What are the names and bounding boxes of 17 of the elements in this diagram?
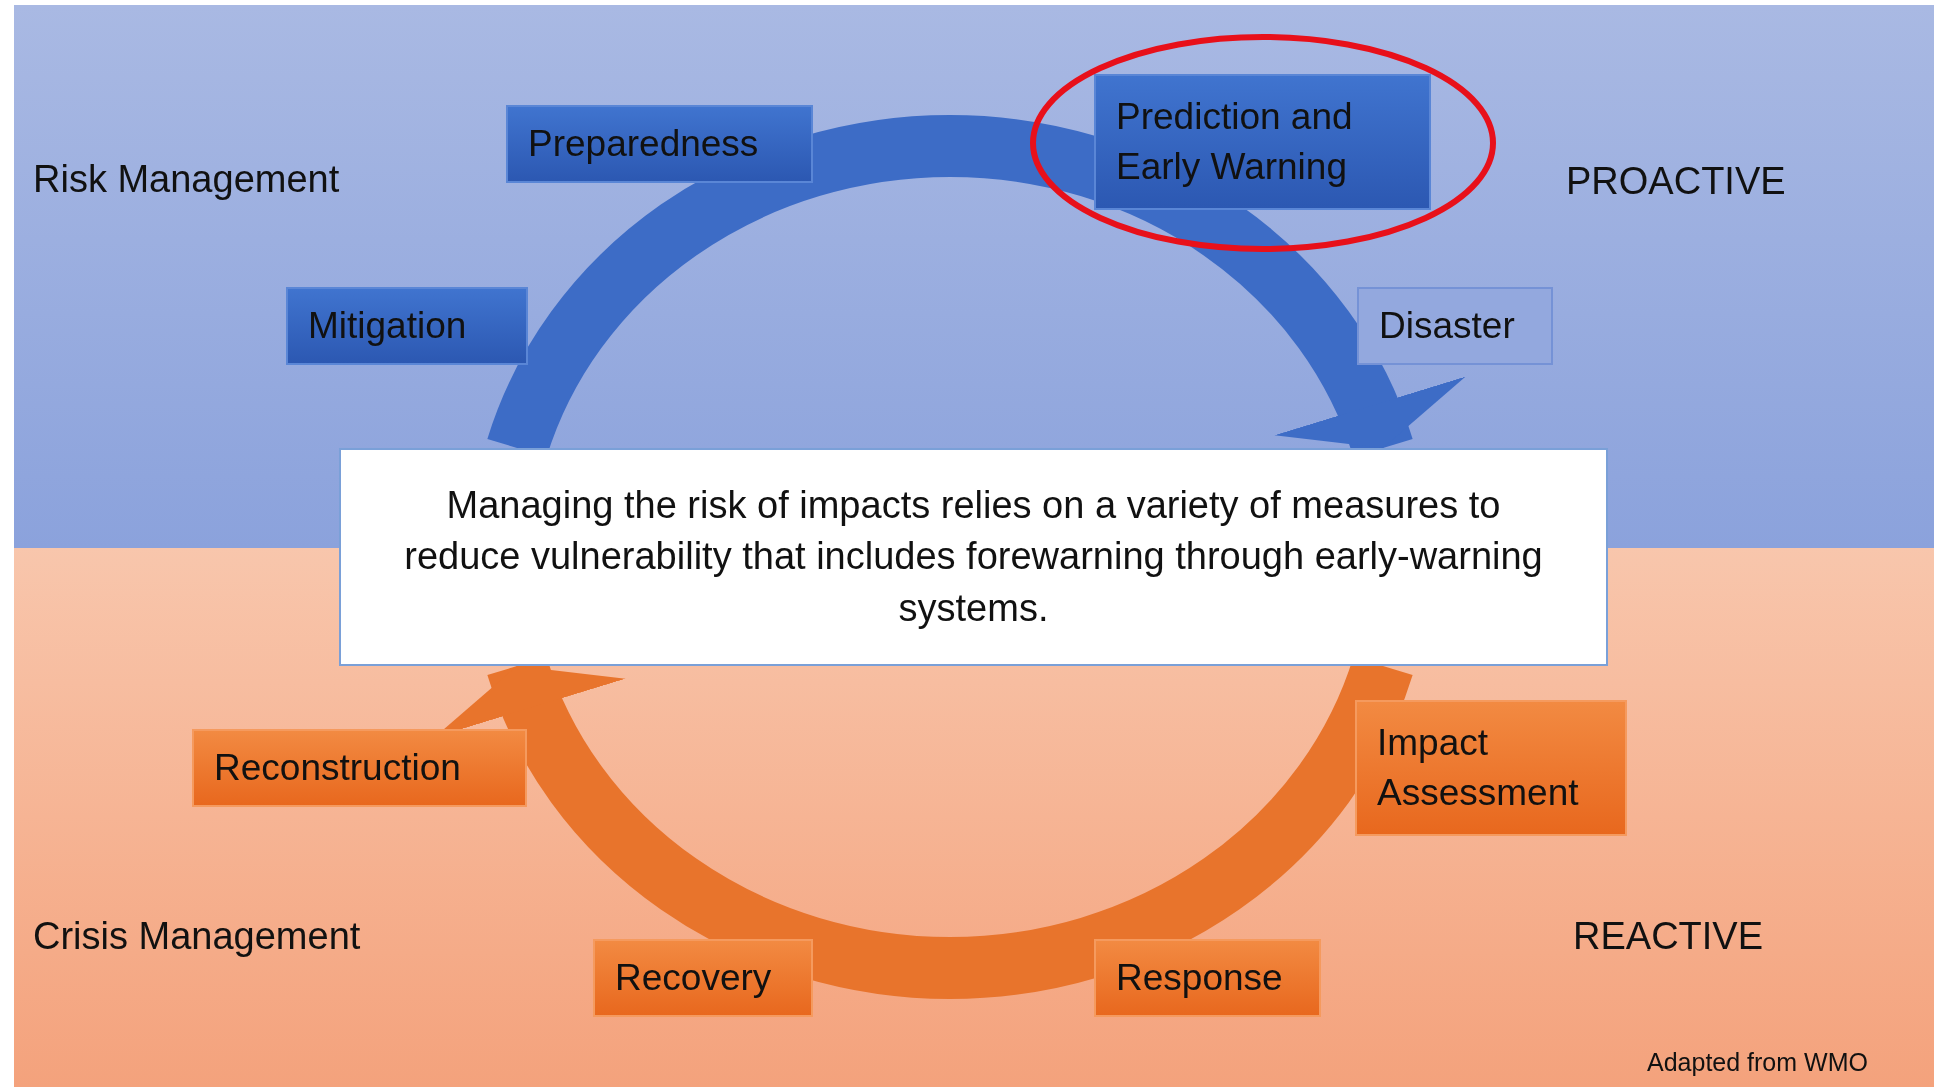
section-label: Risk Management: [33, 158, 340, 201]
stage-box: [1355, 700, 1627, 836]
stage-box: [1094, 939, 1321, 1017]
section-label: REACTIVE: [1573, 915, 1764, 958]
section-label: PROACTIVE: [1566, 160, 1786, 203]
summary-box: [339, 448, 1608, 666]
stage-label: Response: [1116, 956, 1283, 1001]
stage-box: [286, 287, 528, 365]
source-note: Adapted from WMO: [1647, 1048, 1868, 1077]
section-label: Crisis Management: [33, 915, 361, 958]
stage-box: [593, 939, 813, 1017]
stage-label: Reconstruction: [214, 746, 461, 791]
stage-label: Mitigation: [308, 304, 467, 349]
summary-text: Managing the risk of impacts relies on a variety of measures to reduce vulnerability that includes forewarning through early-warning systems.: [403, 483, 1544, 631]
stage-label: Recovery: [615, 956, 772, 1001]
stage-label: Impact Assessment: [1377, 721, 1580, 815]
stage-box: [192, 729, 527, 807]
